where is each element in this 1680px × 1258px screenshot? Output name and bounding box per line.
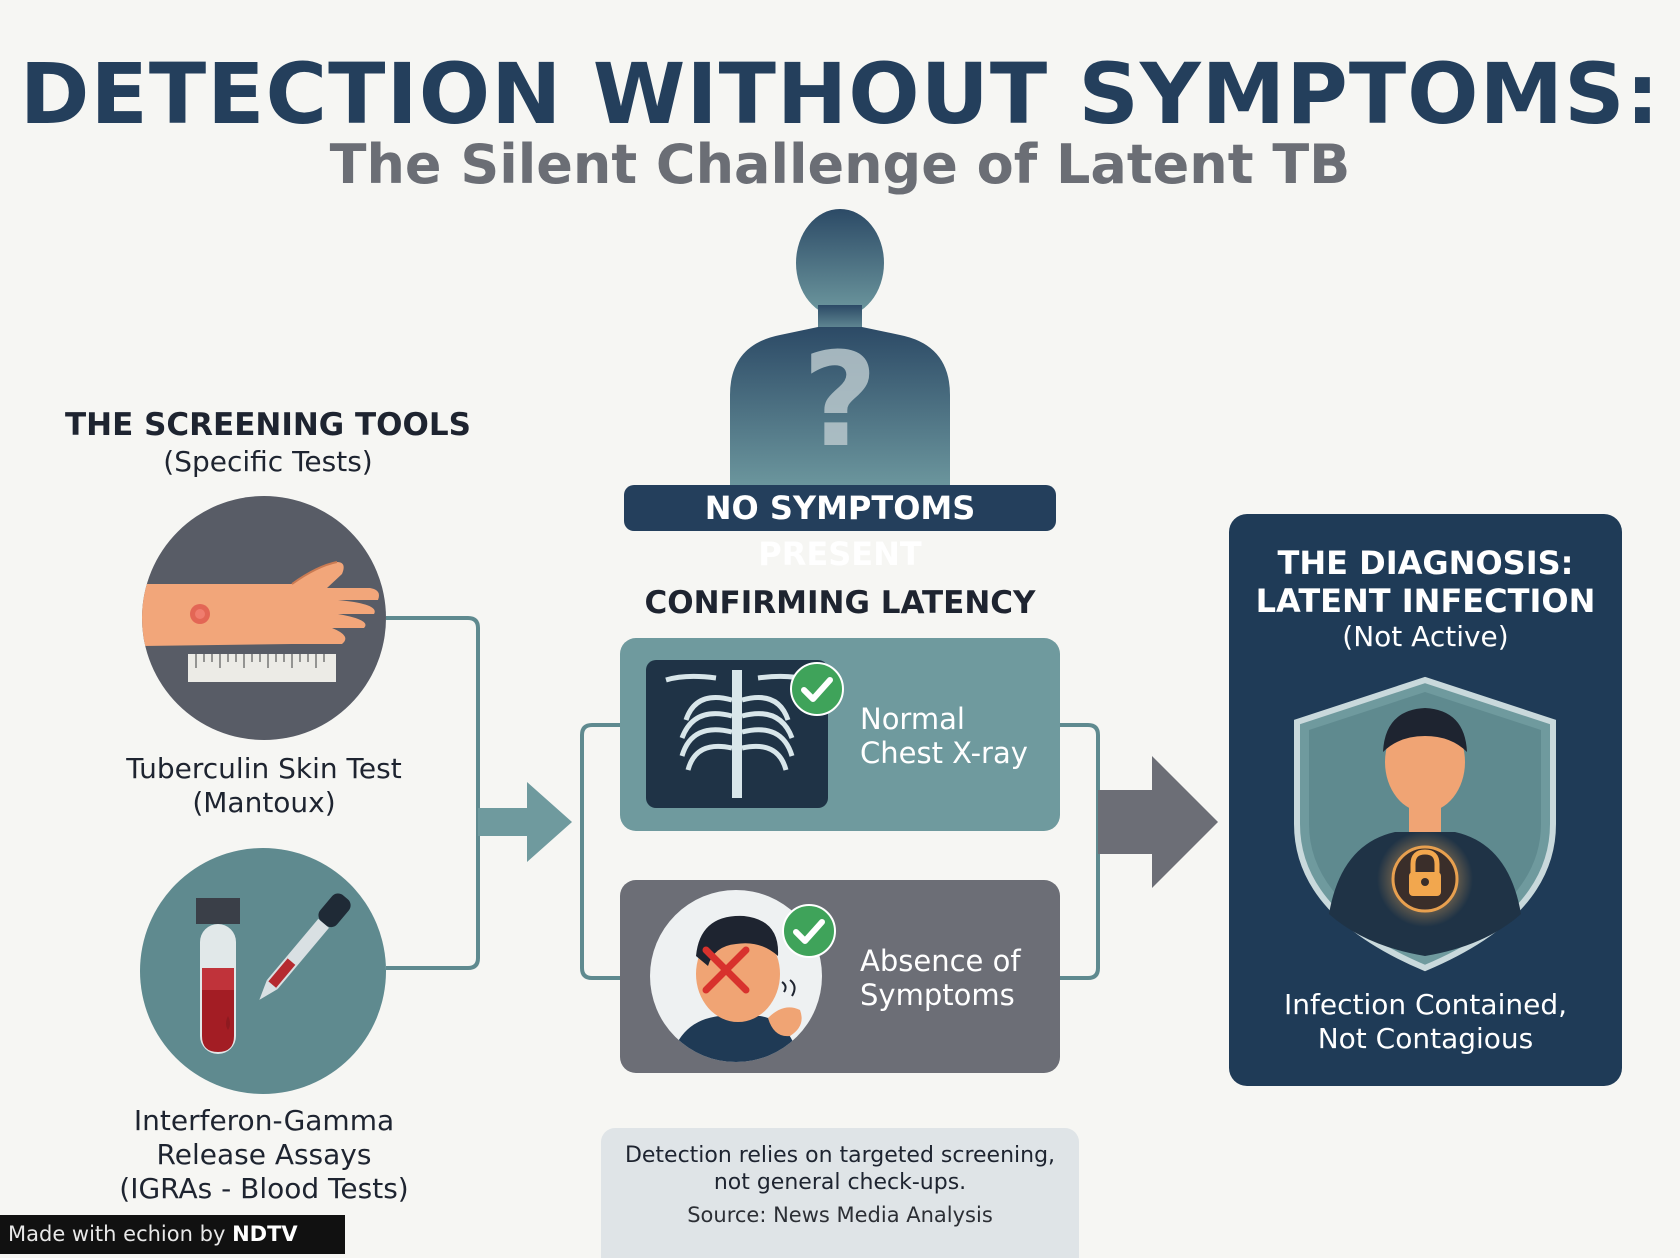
note-box: Detection relies on targeted screening, … xyxy=(601,1128,1079,1258)
skin-test-icon xyxy=(142,496,386,740)
symptoms-card-line1: Absence of xyxy=(860,944,1021,978)
confirming-heading: CONFIRMING LATENCY xyxy=(644,585,1036,621)
diagnosis-subheading: (Not Active) xyxy=(1342,620,1509,653)
note-line2: not general check-ups. xyxy=(713,1170,967,1195)
check-icon xyxy=(790,662,844,716)
diagnosis-footer-line2: Not Contagious xyxy=(1317,1022,1534,1055)
svg-text:?: ? xyxy=(802,324,877,476)
arrow-to-confirming xyxy=(478,782,572,862)
blood-test-label-line2: Release Assays xyxy=(156,1138,372,1171)
mid-left-bracket-line xyxy=(580,723,620,980)
footer-brand: NDTV xyxy=(232,1222,298,1246)
footer-echion: echion xyxy=(123,1222,193,1246)
chest-xray-icon xyxy=(646,660,828,808)
xray-card-line1: Normal xyxy=(860,702,965,736)
no-cough-icon xyxy=(650,890,822,1062)
page-title: DETECTION WITHOUT SYMPTOMS: xyxy=(19,45,1661,143)
check-icon xyxy=(782,904,836,958)
note-source: Source: News Media Analysis xyxy=(687,1203,993,1227)
footer-by: by xyxy=(199,1222,226,1246)
shield-person-lock-icon xyxy=(1294,676,1556,972)
xray-card-line2: Chest X-ray xyxy=(860,736,1028,770)
left-bracket-line xyxy=(386,616,480,970)
screening-subheading: (Specific Tests) xyxy=(163,445,373,478)
blood-test-label-line1: Interferon-Gamma xyxy=(133,1104,395,1137)
diagnosis-heading-line1: THE DIAGNOSIS: xyxy=(1277,544,1574,582)
mid-right-bracket-line xyxy=(1059,723,1100,980)
blood-test-icon xyxy=(140,848,386,1094)
diagnosis-panel: THE DIAGNOSIS: LATENT INFECTION (Not Act… xyxy=(1229,514,1622,1086)
diagnosis-footer-line1: Infection Contained, xyxy=(1283,988,1567,1021)
blood-test-label-line3: (IGRAs - Blood Tests) xyxy=(119,1172,409,1205)
page-subtitle: The Silent Challenge of Latent TB xyxy=(329,133,1351,196)
symptoms-card-line2: Symptoms xyxy=(860,978,1015,1012)
person-silhouette-icon: ? xyxy=(730,209,950,495)
skin-test-label-line2: (Mantoux) xyxy=(192,786,336,819)
xray-card: Normal Chest X-ray xyxy=(620,638,1060,831)
diagnosis-heading-line2: LATENT INFECTION xyxy=(1255,582,1596,620)
footer-made-with: Made with xyxy=(8,1222,117,1246)
skin-test-label-line1: Tuberculin Skin Test xyxy=(126,752,402,785)
no-symptoms-badge: NO SYMPTOMS PRESENT xyxy=(624,485,1056,573)
note-line1: Detection relies on targeted screening, xyxy=(624,1143,1056,1168)
screening-heading: THE SCREENING TOOLS xyxy=(65,407,471,443)
symptoms-card: Absence of Symptoms xyxy=(620,880,1060,1073)
arrow-to-diagnosis xyxy=(1098,756,1218,888)
made-with-footer: Made with echion by NDTV xyxy=(0,1215,345,1254)
